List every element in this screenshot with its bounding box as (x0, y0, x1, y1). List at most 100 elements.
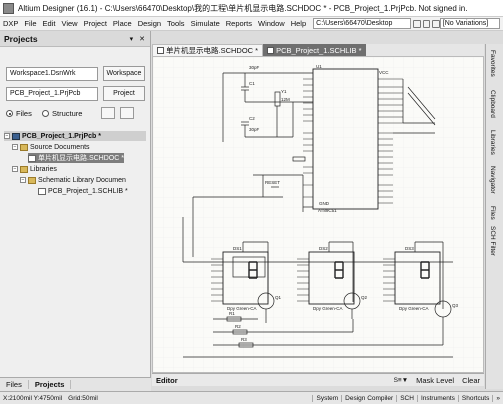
ds3-ref: DS3 (405, 246, 414, 251)
cap1-value: 30pF (249, 65, 260, 70)
schematic-canvas[interactable]: U1 AT89C51 Y1 12M C1 30pF C2 30pF RESET … (152, 56, 484, 373)
files-radio-label: Files (16, 109, 32, 118)
panel-navigator[interactable]: Navigator (489, 166, 496, 194)
tab-schlib[interactable]: PCB_Project_1.SCHLIB * (263, 44, 366, 56)
schematic-doc-icon (157, 47, 164, 54)
panel-controls[interactable]: ▾ ✕ (129, 35, 147, 43)
tree-schdoc[interactable]: 单片机显示电路.SCHDOC * (28, 153, 124, 163)
nav-back-icon[interactable] (413, 19, 421, 28)
tree-libraries[interactable]: − Libraries (12, 164, 57, 174)
r3-ref: R3 (241, 337, 247, 342)
menu-edit[interactable]: Edit (42, 19, 56, 28)
files-radio[interactable]: Files (6, 109, 32, 118)
u1-part: AT89C51 (318, 208, 337, 213)
status-shortcuts[interactable]: Shortcuts (457, 394, 492, 402)
tree-libraries-label: Libraries (30, 165, 57, 173)
tab-schdoc-label: 单片机显示电路.SCHDOC * (166, 46, 259, 55)
cap2-value: 30pF (249, 127, 260, 132)
schematic-library-icon (267, 46, 275, 54)
u1-ref: U1 (316, 64, 322, 69)
editor-tab[interactable]: Editor (156, 375, 178, 385)
panel-files[interactable]: Files (489, 206, 496, 220)
tree-schdoc-label: 单片机显示电路.SCHDOC * (38, 155, 124, 162)
radio-dot (42, 110, 49, 117)
menu-window[interactable]: Window (258, 19, 285, 28)
menu-dxp[interactable]: DXP (3, 19, 19, 28)
crystal-ref: Y1 (281, 89, 287, 94)
cap2-ref: C2 (249, 116, 255, 121)
q2-ref: Q2 (361, 295, 368, 300)
menu-design[interactable]: Design (137, 19, 162, 28)
pcb-project-icon (12, 132, 20, 140)
menu-place[interactable]: Place (112, 19, 132, 28)
panel-sch-filter[interactable]: SCH Filter (489, 226, 496, 256)
status-sch[interactable]: SCH (396, 394, 417, 402)
ds2-part: Dpy Green-CA (313, 306, 343, 311)
panel-favorites[interactable]: Favorites (489, 50, 496, 77)
crystal-value: 12M (281, 97, 290, 102)
status-instruments[interactable]: Instruments (416, 394, 458, 402)
menu-file[interactable]: File (24, 19, 37, 28)
menu-bar: DXP File Edit View Project Place Design … (0, 17, 503, 31)
menu-reports[interactable]: Reports (225, 19, 253, 28)
tab-schdoc[interactable]: 单片机显示电路.SCHDOC * (152, 44, 264, 56)
tree-schlib-folder-label: Schematic Library Documen (38, 176, 126, 184)
status-system[interactable]: System (312, 394, 341, 402)
collapse-icon[interactable]: − (20, 177, 26, 183)
panel-clipboard[interactable]: Clipboard (489, 90, 496, 118)
r2-ref: R2 (235, 324, 241, 329)
collapse-icon[interactable]: − (4, 133, 10, 139)
collapse-icon[interactable]: − (12, 166, 18, 172)
radio-dot-selected (6, 110, 13, 117)
reset-label: RESET (265, 180, 280, 185)
tab-files[interactable]: Files (0, 380, 29, 389)
properties-icon[interactable] (120, 107, 134, 119)
schematic-library-icon (38, 187, 46, 195)
variants-combo[interactable]: [No Variations] (439, 18, 500, 29)
mask-level-button[interactable]: Mask Level (416, 375, 455, 385)
status-design-compiler[interactable]: Design Compiler (341, 394, 396, 402)
workspace-field[interactable]: Workspace1.DsnWrk (6, 67, 98, 81)
ds2-ref: DS2 (319, 246, 328, 251)
menu-view[interactable]: View (61, 19, 78, 28)
menu-tools[interactable]: Tools (167, 19, 185, 28)
document-path-combo[interactable]: C:\Users\66470\Desktop (313, 18, 412, 29)
tab-schlib-label: PCB_Project_1.SCHLIB * (276, 45, 362, 55)
ds3-part: Dpy Green-CA (399, 306, 429, 311)
refresh-icon[interactable] (101, 107, 115, 119)
menu-project[interactable]: Project (83, 19, 107, 28)
structure-radio[interactable]: Structure (42, 109, 82, 118)
altium-app-icon (3, 2, 14, 14)
folder-icon (20, 143, 28, 151)
project-field[interactable]: PCB_Project_1.PrjPcb (6, 87, 98, 101)
right-panel-strip: Favorites Clipboard Libraries Navigator … (485, 44, 503, 389)
nav-forward-icon[interactable] (422, 19, 431, 28)
tab-projects[interactable]: Projects (29, 380, 72, 389)
ds1-ref: DS1 (233, 246, 242, 251)
workspace-button[interactable]: Workspace (103, 66, 145, 81)
menu-simulate[interactable]: Simulate (190, 19, 220, 28)
status-more[interactable]: » (492, 394, 503, 402)
menu-help[interactable]: Help (290, 19, 307, 28)
clear-button[interactable]: Clear (462, 375, 480, 385)
navigation-control[interactable]: S≡▼ (393, 376, 409, 384)
ds1-part: Dpy Green-CA (227, 306, 257, 311)
left-panel-tabs: Files Projects (0, 377, 151, 391)
document-tabs: 单片机显示电路.SCHDOC * PCB_Project_1.SCHLIB * (152, 44, 484, 56)
cursor-coordinates: X:2100mil Y:4750mil (3, 394, 63, 402)
project-button[interactable]: Project (103, 86, 145, 101)
panel-libraries[interactable]: Libraries (489, 130, 496, 155)
collapse-icon[interactable]: − (12, 144, 18, 150)
home-icon[interactable] (432, 19, 440, 28)
structure-radio-label: Structure (52, 109, 83, 118)
tree-project[interactable]: − PCB_Project_1.PrjPcb * (4, 131, 146, 141)
gnd-label: GND (319, 201, 330, 206)
tree-schlib[interactable]: PCB_Project_1.SCHLIB * (38, 186, 128, 196)
tree-source-documents[interactable]: − Source Documents (12, 142, 90, 152)
grid-size: Grid:50mil (68, 394, 98, 402)
projects-panel: Projects ▾ ✕ Workspace1.DsnWrk Workspace… (0, 31, 151, 391)
status-panel-buttons: System Design Compiler SCH Instruments S… (312, 394, 503, 402)
tree-schlib-folder[interactable]: − Schematic Library Documen (20, 175, 126, 185)
projects-panel-header: Projects ▾ ✕ (0, 31, 150, 47)
tree-project-label: PCB_Project_1.PrjPcb * (22, 132, 101, 140)
